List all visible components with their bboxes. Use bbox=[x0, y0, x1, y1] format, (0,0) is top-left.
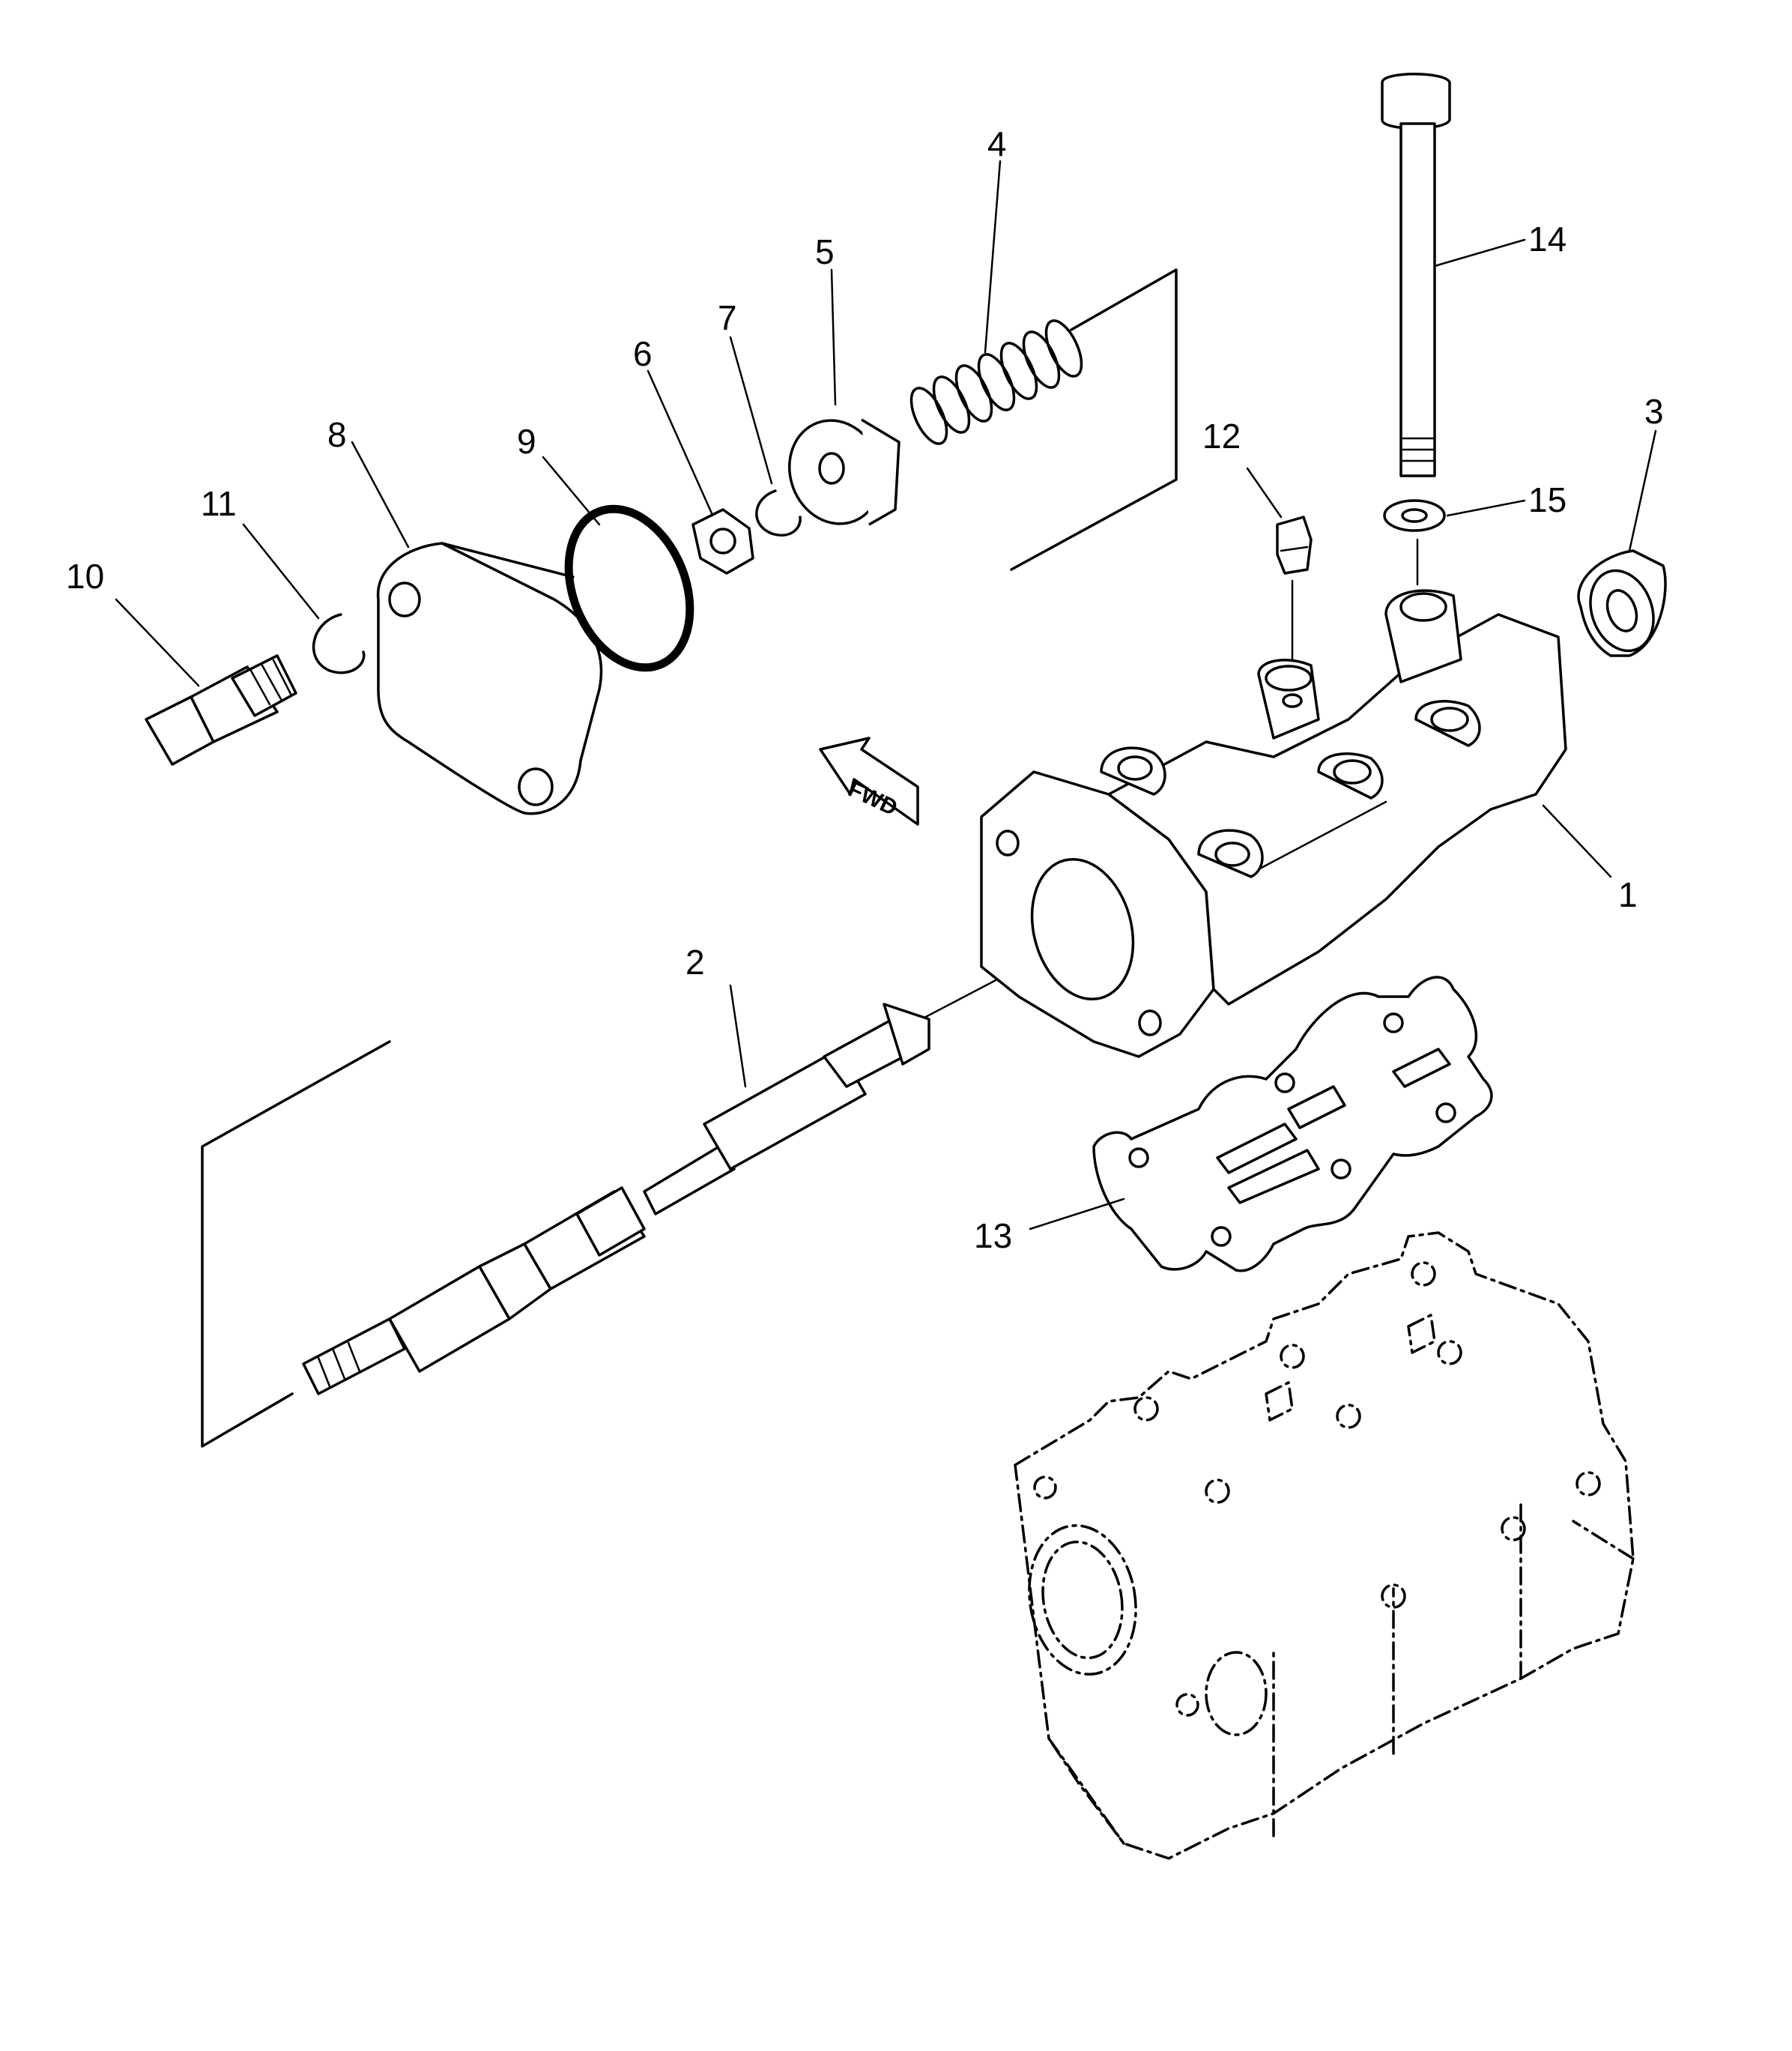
callout-2: 2 bbox=[685, 943, 705, 982]
leader-lines bbox=[115, 160, 1657, 1230]
part-14-long-bolt bbox=[1381, 73, 1451, 586]
part-6-nut bbox=[691, 508, 754, 575]
callout-8: 8 bbox=[327, 415, 347, 454]
callout-9: 9 bbox=[517, 422, 536, 461]
part-11-washer bbox=[312, 613, 366, 674]
callout-1: 1 bbox=[1618, 875, 1638, 914]
callout-labels: 1 2 3 4 5 6 7 8 9 10 11 12 13 14 15 bbox=[66, 124, 1664, 1255]
part-9-o-ring bbox=[564, 504, 694, 672]
callout-11: 11 bbox=[201, 484, 237, 523]
part-10-bolt bbox=[145, 654, 297, 766]
part-4-spring bbox=[909, 319, 1083, 445]
part-3-plug bbox=[1577, 549, 1667, 657]
callout-10: 10 bbox=[66, 557, 104, 596]
part-7-snap-ring bbox=[755, 489, 802, 537]
housing-phantom bbox=[1014, 1231, 1635, 1860]
callout-5: 5 bbox=[815, 232, 835, 271]
fwd-direction-marker: FWD bbox=[819, 737, 919, 826]
part-12-fitting bbox=[1276, 516, 1313, 702]
callout-15: 15 bbox=[1528, 480, 1567, 519]
callout-4: 4 bbox=[987, 124, 1007, 163]
callout-12: 12 bbox=[1202, 417, 1241, 456]
callout-3: 3 bbox=[1644, 392, 1664, 431]
callout-6: 6 bbox=[633, 334, 653, 373]
callout-7: 7 bbox=[718, 298, 737, 337]
part-8-cover-plate bbox=[376, 542, 603, 815]
part-1-valve-body bbox=[980, 589, 1567, 1058]
part-15-washer bbox=[1383, 499, 1446, 532]
callout-13: 13 bbox=[974, 1216, 1012, 1255]
callout-14: 14 bbox=[1528, 220, 1567, 259]
part-13-gasket bbox=[1092, 976, 1493, 1272]
part-5-spring-seat bbox=[787, 418, 900, 526]
part-2-spool bbox=[302, 1003, 930, 1395]
